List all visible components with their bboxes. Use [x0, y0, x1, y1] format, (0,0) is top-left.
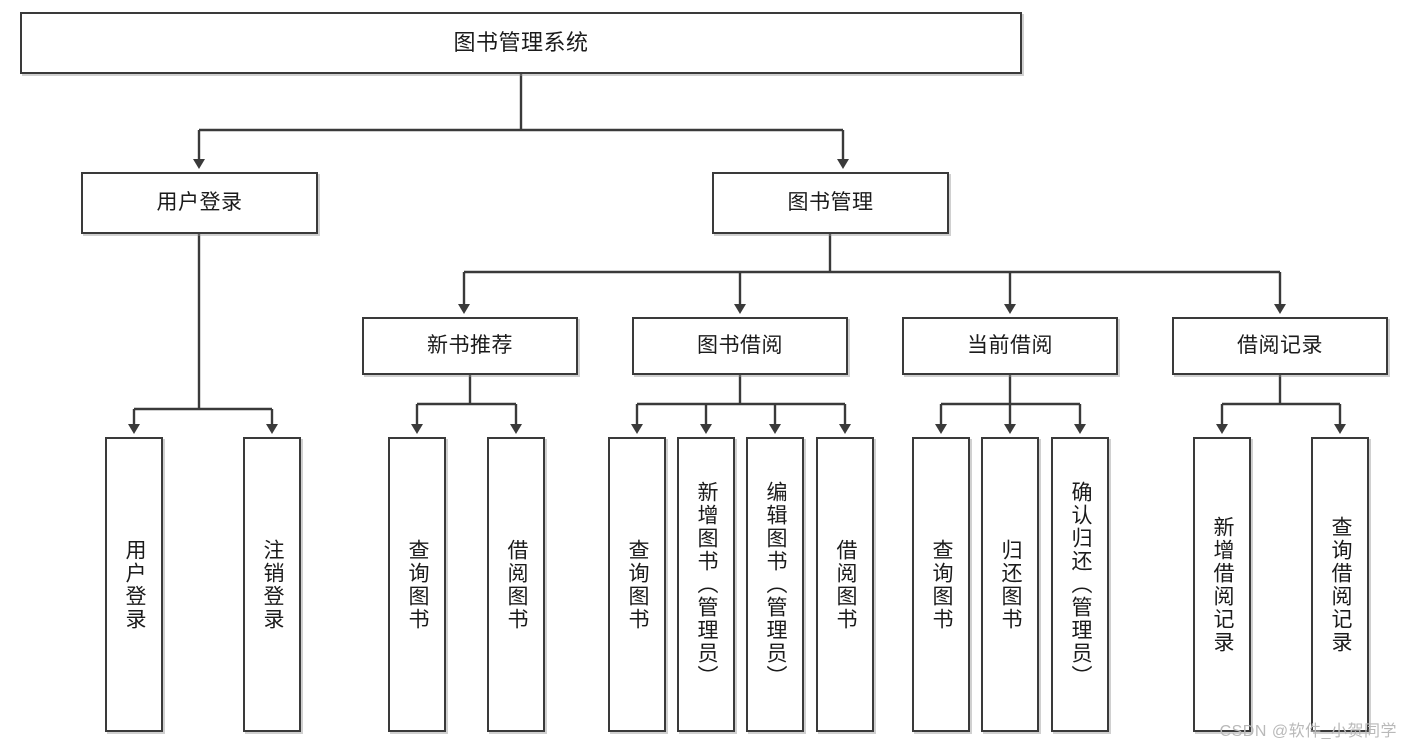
node-borrow-record[interactable]: 借阅记录: [1172, 317, 1388, 375]
node-book-manage-label: 图书管理: [787, 191, 874, 215]
node-new-book-recommend[interactable]: 新书推荐: [362, 317, 578, 375]
leaf-user-logout[interactable]: 注销登录: [243, 437, 301, 732]
leaf-add-record[interactable]: 新增借阅记录: [1193, 437, 1251, 732]
leaf-query-record[interactable]: 查询借阅记录: [1311, 437, 1369, 732]
node-new-book-recommend-label: 新书推荐: [427, 334, 513, 358]
leaf-query-book-2-label: 查询图书: [626, 538, 650, 631]
leaf-query-book-1-label: 查询图书: [406, 538, 430, 631]
leaf-borrow-book-2-label: 借阅图书: [834, 538, 858, 631]
watermark-text: CSDN @软件_小贺同学: [1219, 723, 1397, 740]
leaf-query-book-3[interactable]: 查询图书: [912, 437, 970, 732]
node-borrow-record-label: 借阅记录: [1237, 334, 1323, 358]
leaf-user-login-label: 用户登录: [123, 538, 147, 631]
leaf-user-logout-label: 注销登录: [261, 538, 285, 631]
node-book-borrow[interactable]: 图书借阅: [632, 317, 848, 375]
leaf-add-book-label: 新增图书（管理员）: [695, 481, 719, 688]
leaf-user-login[interactable]: 用户登录: [105, 437, 163, 732]
leaf-add-book[interactable]: 新增图书（管理员）: [677, 437, 735, 732]
leaf-query-record-label: 查询借阅记录: [1329, 515, 1353, 654]
node-user-login-label: 用户登录: [156, 191, 243, 215]
leaf-borrow-book-2[interactable]: 借阅图书: [816, 437, 874, 732]
node-book-manage[interactable]: 图书管理: [712, 172, 949, 234]
leaf-query-book-2[interactable]: 查询图书: [608, 437, 666, 732]
node-book-borrow-label: 图书借阅: [697, 334, 783, 358]
node-user-login[interactable]: 用户登录: [81, 172, 318, 234]
leaf-query-book-1[interactable]: 查询图书: [388, 437, 446, 732]
leaf-confirm-return[interactable]: 确认归还（管理员）: [1051, 437, 1109, 732]
leaf-return-book[interactable]: 归还图书: [981, 437, 1039, 732]
leaf-edit-book-label: 编辑图书（管理员）: [764, 481, 788, 688]
leaf-borrow-book-1[interactable]: 借阅图书: [487, 437, 545, 732]
node-current-borrow-label: 当前借阅: [967, 334, 1053, 358]
node-current-borrow[interactable]: 当前借阅: [902, 317, 1118, 375]
leaf-return-book-label: 归还图书: [999, 538, 1023, 631]
leaf-edit-book[interactable]: 编辑图书（管理员）: [746, 437, 804, 732]
leaf-query-book-3-label: 查询图书: [930, 538, 954, 631]
node-root[interactable]: 图书管理系统: [20, 12, 1022, 74]
node-root-label: 图书管理系统: [453, 29, 589, 55]
leaf-borrow-book-1-label: 借阅图书: [505, 538, 529, 631]
leaf-add-record-label: 新增借阅记录: [1211, 515, 1235, 654]
leaf-confirm-return-label: 确认归还（管理员）: [1069, 481, 1093, 688]
